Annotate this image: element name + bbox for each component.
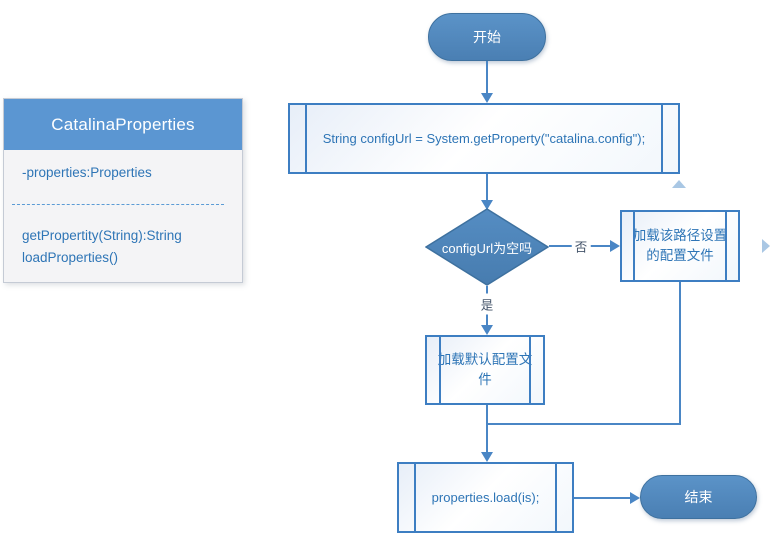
process-properties-load[interactable]: properties.load(is); [397,462,574,533]
process-load-path-config[interactable]: 加载该路径设置的配置文件 [620,210,740,282]
uml-class-method: getPropertity(String):String [22,228,182,243]
connector-path-down[interactable] [679,282,681,425]
arrowhead-down-icon [481,325,493,335]
decision-node[interactable]: configUrl为空吗 [425,208,549,286]
diamond-shape [425,208,549,286]
nav-arrow-up-icon[interactable] [672,180,686,188]
edge-label-yes: 是 [477,293,497,315]
arrowhead-right-icon [610,240,620,252]
connector-load-to-end[interactable] [574,497,631,499]
process-properties-load-label: properties.load(is); [431,489,540,505]
uml-class-method: loadProperties() [22,250,119,265]
arrowhead-right-icon [630,492,640,504]
connector-assign-to-decision[interactable] [486,174,488,202]
process-load-path-config-label: 加载该路径设置的配置文件 [632,228,728,263]
uml-class-title: CatalinaProperties [4,99,242,150]
end-node-label: 结束 [684,489,713,505]
uml-class-box[interactable]: CatalinaProperties -properties:Propertie… [3,98,243,283]
nav-arrow-right-icon[interactable] [762,239,770,253]
arrowhead-down-icon [481,452,493,462]
connector-start-to-assign[interactable] [486,61,488,95]
process-assign-config-label: String configUrl = System.getProperty("c… [322,130,646,146]
start-node[interactable]: 开始 [428,13,546,61]
uml-class-divider [12,204,224,205]
uml-class-attribute: -properties:Properties [22,165,152,180]
edge-label-no: 否 [571,235,591,257]
process-assign-config[interactable]: String configUrl = System.getProperty("c… [288,103,680,174]
connector-default-to-load[interactable] [486,405,488,453]
arrowhead-down-icon [481,200,493,210]
uml-class-body: -properties:Properties getPropertity(Str… [4,150,242,269]
start-node-label: 开始 [473,29,501,45]
end-node[interactable]: 结束 [640,475,757,519]
process-load-default-config[interactable]: 加载默认配置文件 [425,335,545,405]
decision-node-label: configUrl为空吗 [441,240,533,256]
process-load-default-config-label: 加载默认配置文件 [437,352,533,387]
connector-path-merge[interactable] [487,423,681,425]
arrowhead-down-icon [481,93,493,103]
